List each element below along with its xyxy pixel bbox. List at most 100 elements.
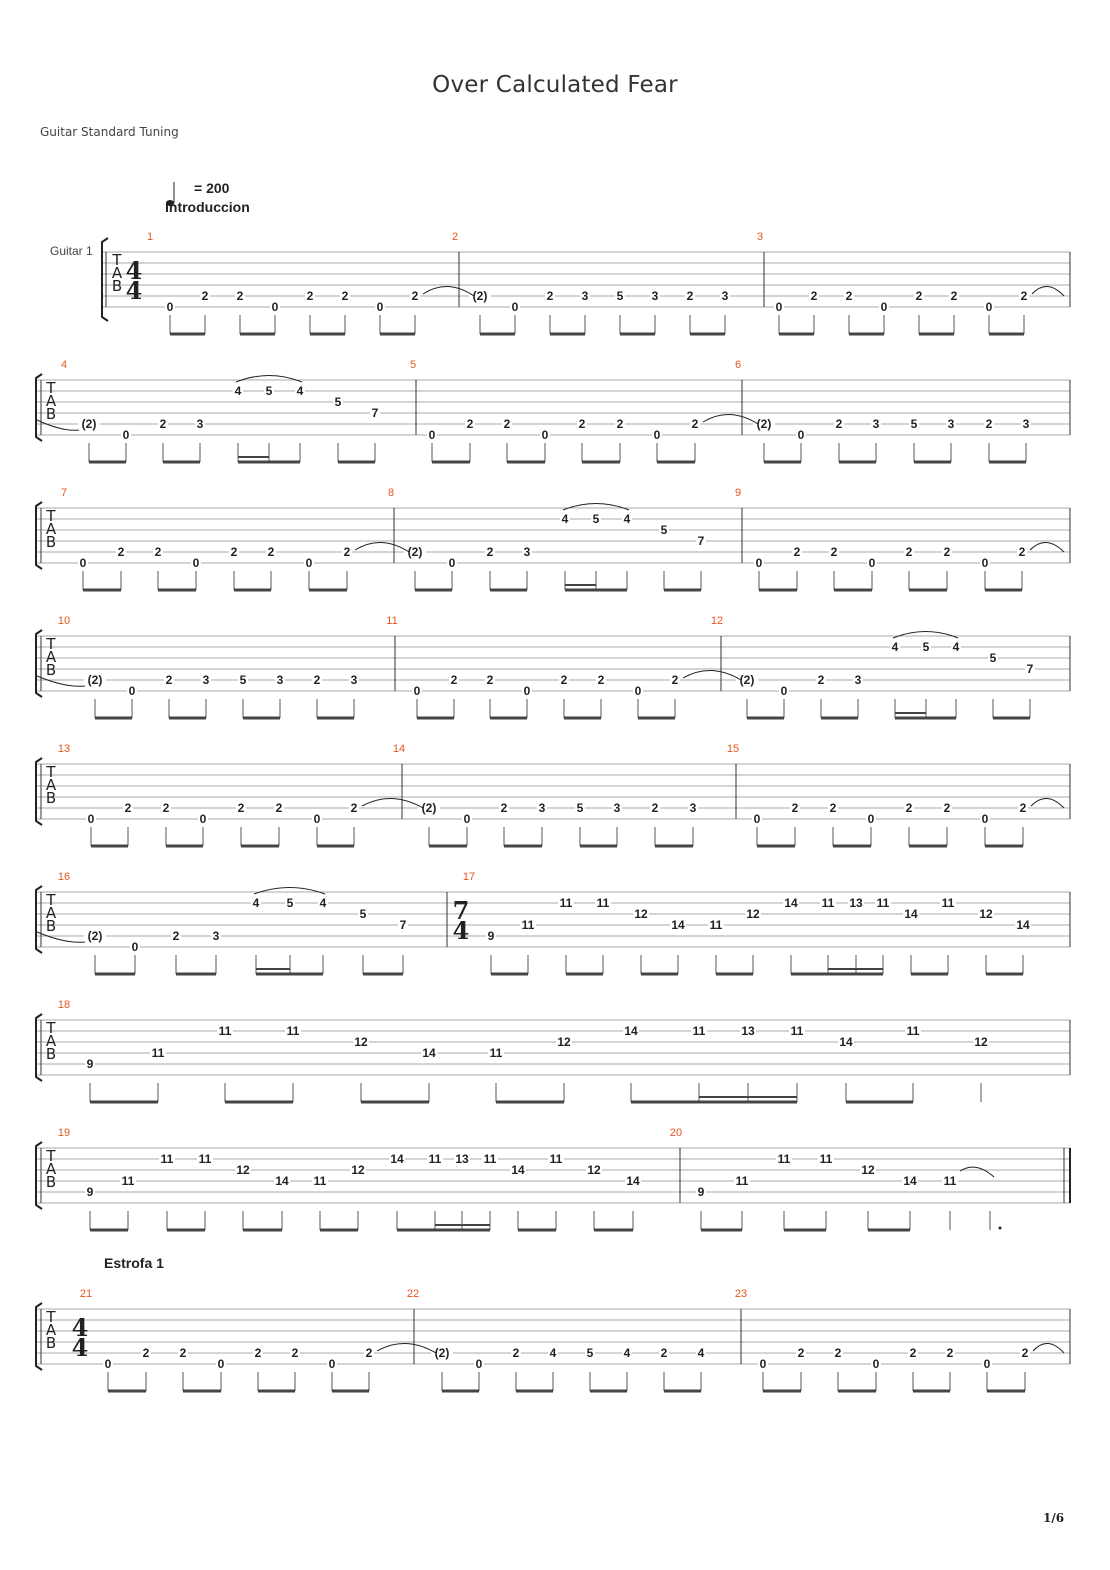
- fret-number: 2: [1019, 545, 1026, 559]
- measure-number: 1: [147, 231, 153, 243]
- fret-number: 0: [524, 684, 531, 698]
- fret-number: 5: [990, 651, 997, 665]
- fret-number: 0: [200, 812, 207, 826]
- tab-clef-letter: T: [45, 1147, 56, 1165]
- fret-number: 11: [550, 1152, 563, 1166]
- fret-number: 0: [306, 556, 313, 570]
- fret-number: 2: [1020, 801, 1027, 815]
- fret-number: 0: [414, 684, 421, 698]
- fret-number: 2: [818, 673, 825, 687]
- fret-number: 14: [275, 1174, 289, 1188]
- fret-number: 4: [562, 512, 569, 526]
- tie: [1032, 1343, 1065, 1354]
- measure-number: 20: [670, 1127, 682, 1139]
- fret-number: 4: [953, 640, 960, 654]
- fret-number: 2: [906, 801, 913, 815]
- measure-number: 12: [711, 615, 723, 627]
- fret-number: 2: [268, 545, 275, 559]
- tab-clef-letter: B: [46, 1173, 56, 1191]
- fret-number: 2: [513, 1346, 520, 1360]
- fret-number: (2): [408, 545, 423, 559]
- measure-number: 7: [61, 487, 67, 499]
- tie: [354, 542, 410, 553]
- measure-number: 2: [452, 231, 458, 243]
- fret-number: 3: [213, 929, 220, 943]
- system-brace: [35, 501, 43, 570]
- tab-clef-letter: B: [46, 917, 56, 935]
- fret-number: 13: [849, 896, 863, 910]
- fret-number: 7: [400, 918, 407, 932]
- tab-staff: [35, 885, 1071, 976]
- fret-number: 2: [160, 417, 167, 431]
- fret-number: 3: [948, 417, 955, 431]
- tempo-note-head: [166, 200, 174, 206]
- fret-number: 12: [351, 1163, 365, 1177]
- tab-clef-letter: B: [46, 533, 56, 551]
- measure-number: 15: [727, 743, 739, 755]
- fret-number: 0: [754, 812, 761, 826]
- fret-number: 3: [277, 673, 284, 687]
- fret-number: 4: [892, 640, 899, 654]
- fret-number: 2: [155, 545, 162, 559]
- section-label: Estrofa 1: [104, 1255, 164, 1271]
- fret-number: 11: [490, 1046, 503, 1060]
- system-brace: [35, 1141, 43, 1210]
- fret-number: 5: [923, 640, 930, 654]
- tab-clef-letter: T: [45, 379, 56, 397]
- fret-number: 5: [661, 523, 668, 537]
- fret-number: 2: [692, 417, 699, 431]
- fret-number: 14: [904, 907, 918, 921]
- fret-number: 5: [266, 384, 273, 398]
- fret-number: 0: [105, 1357, 112, 1371]
- tab-clef-letter: B: [46, 1334, 56, 1352]
- fret-number: 14: [422, 1046, 436, 1060]
- system-brace: [35, 1302, 43, 1371]
- fret-number: 2: [579, 417, 586, 431]
- fret-number: 12: [974, 1035, 988, 1049]
- tie: [422, 286, 475, 297]
- fret-number: 11: [778, 1152, 791, 1166]
- fret-number: 0: [464, 812, 471, 826]
- fret-number: 11: [522, 918, 535, 932]
- fret-number: 2: [794, 545, 801, 559]
- fret-number: 9: [87, 1057, 94, 1071]
- tab-clef-letter: T: [45, 1308, 56, 1326]
- fret-number: 4: [320, 896, 327, 910]
- fret-number: 11: [484, 1152, 497, 1166]
- fret-number: 0: [80, 556, 87, 570]
- fret-number: 5: [577, 801, 584, 815]
- fret-number: 2: [916, 289, 923, 303]
- fret-number: 0: [449, 556, 456, 570]
- time-signature-top: 4: [126, 256, 143, 285]
- tab-clef-letter: A: [46, 1160, 57, 1178]
- measure-number: 16: [58, 871, 70, 883]
- fret-number: 3: [351, 673, 358, 687]
- system-brace: [101, 237, 109, 322]
- tab-clef-letter: A: [46, 648, 57, 666]
- fret-number: 2: [547, 289, 554, 303]
- measure-number: 6: [735, 359, 741, 371]
- fret-number: 12: [587, 1163, 601, 1177]
- system-brace: [35, 885, 43, 954]
- fret-number: 4: [550, 1346, 557, 1360]
- tie: [1031, 286, 1065, 297]
- fret-number: 11: [791, 1024, 804, 1038]
- measure-number: 21: [80, 1288, 92, 1300]
- tab-clef-letter: B: [46, 1045, 56, 1063]
- fret-number: 11: [314, 1174, 327, 1188]
- fret-number: 12: [557, 1035, 571, 1049]
- measure-number: 13: [58, 743, 70, 755]
- fret-number: 5: [617, 289, 624, 303]
- measure-number: 22: [407, 1288, 419, 1300]
- fret-number: 12: [354, 1035, 368, 1049]
- tab-clef-letter: A: [46, 1032, 57, 1050]
- fret-number: 3: [614, 801, 621, 815]
- fret-number: 2: [344, 545, 351, 559]
- fret-number: 4: [698, 1346, 705, 1360]
- fret-number: 0: [132, 940, 139, 954]
- fret-number: 14: [1016, 918, 1030, 932]
- fret-number: 2: [951, 289, 958, 303]
- measure-number: 9: [735, 487, 741, 499]
- tab-clef-letter: T: [45, 1019, 56, 1037]
